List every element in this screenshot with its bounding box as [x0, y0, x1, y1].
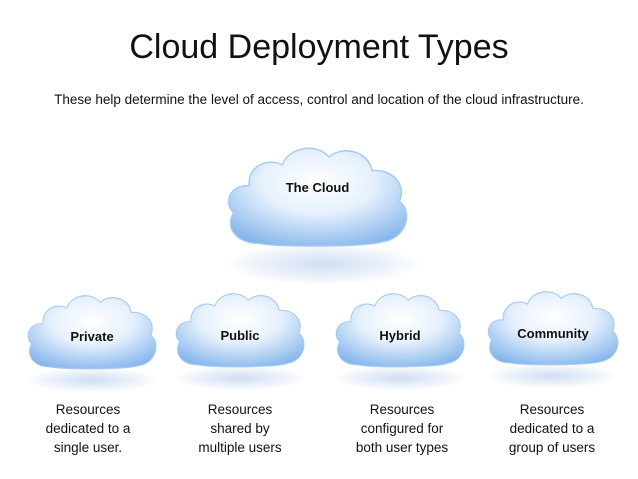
public-description-line: multiple users	[198, 440, 282, 455]
public-description-line: Resources	[207, 402, 273, 417]
private-description-line: Resources	[55, 402, 121, 417]
public-cloud-shadow	[176, 366, 304, 390]
hybrid-cloud-shadow	[336, 366, 464, 390]
community-description-line: dedicated to a	[509, 421, 595, 436]
hybrid-description-line: both user types	[355, 440, 449, 455]
public-description-line: shared by	[210, 421, 270, 436]
community-cloud: Community	[482, 284, 624, 370]
community-cloud-label: Community	[517, 326, 589, 341]
cloud-shape-icon	[220, 138, 415, 253]
community-description: Resources dedicated to a group of users	[492, 400, 612, 457]
main-cloud-shadow	[228, 244, 418, 284]
private-cloud: Private	[22, 288, 162, 374]
public-description: Resources shared by multiple users	[180, 400, 300, 457]
hybrid-description: Resources configured for both user types	[342, 400, 462, 457]
community-description-line: Resources	[519, 402, 585, 417]
private-description-line: single user.	[53, 440, 123, 455]
main-cloud-label: The Cloud	[285, 180, 350, 195]
private-cloud-shadow	[28, 368, 156, 392]
private-description-line: dedicated to a	[45, 421, 131, 436]
community-description-line: group of users	[508, 440, 596, 455]
community-cloud-shadow	[488, 364, 616, 388]
private-description: Resources dedicated to a single user.	[28, 400, 148, 457]
main-cloud: The Cloud	[220, 138, 415, 253]
page-title: Cloud Deployment Types	[129, 28, 509, 66]
hybrid-cloud-label: Hybrid	[379, 328, 421, 343]
hybrid-description-line: configured for	[360, 421, 444, 436]
hybrid-description-line: Resources	[369, 402, 435, 417]
public-cloud: Public	[170, 286, 310, 372]
hybrid-cloud: Hybrid	[330, 286, 470, 372]
public-cloud-label: Public	[220, 328, 260, 343]
private-cloud-label: Private	[70, 329, 114, 344]
page-subtitle: These help determine the level of access…	[54, 92, 584, 107]
